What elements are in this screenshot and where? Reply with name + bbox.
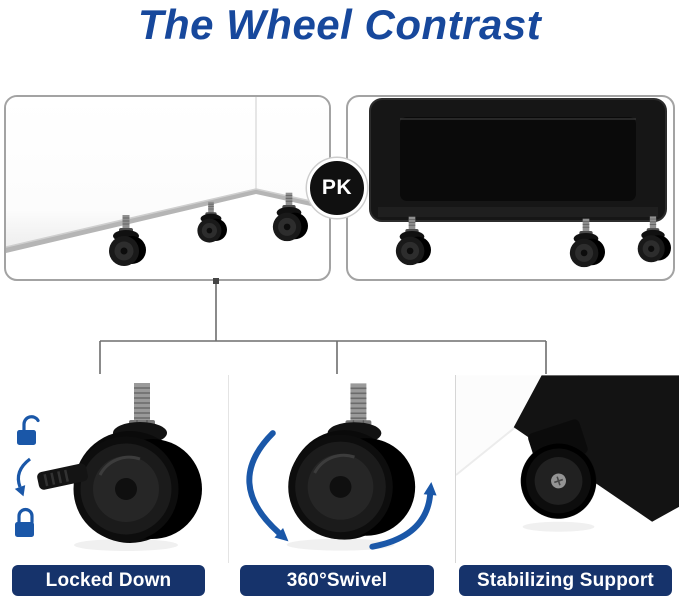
swivel-caster-photo [246,383,437,551]
brake-lever [37,463,88,490]
corner-caster [520,419,597,519]
pk-versus-badge: PK [307,158,367,218]
white-cabinet-body [6,97,329,247]
locking-caster-photo [14,383,202,551]
corner-caster-photo [456,375,679,532]
feature-label-text: Locked Down [45,569,172,591]
feature-label-locked-down: Locked Down [12,565,205,596]
caster-wheel [637,215,672,263]
feature-label-text: Stabilizing Support [477,569,654,591]
swivel-arrows [246,430,437,550]
page-title: The Wheel Contrast [137,1,542,48]
pk-badge-label: PK [321,176,353,199]
comparison-panel-white-cabinet [4,95,331,281]
feature-photo-stabilizing [455,375,679,563]
unlock-icon [17,415,40,445]
recessed-back-panel [400,117,636,201]
locking-caster [14,383,202,543]
feature-label-swivel: 360°Swivel [240,565,434,596]
comparison-panel-black-cabinet [346,95,675,281]
swivel-arrow-right [369,482,437,550]
caster-wheel [395,216,432,266]
lever-direction-arrow [14,457,31,497]
black-cabinet-casters-photo [369,98,672,268]
feature-photo-swivel [228,375,455,563]
lock-icon [15,507,34,537]
cabinet-base [378,207,658,217]
feature-photo-locked-down [0,375,228,563]
swivel-caster [288,383,416,540]
feature-label-stabilizing-support: Stabilizing Support [459,565,672,596]
feature-label-text: 360°Swivel [286,569,388,591]
white-cabinet-casters-photo [6,97,329,267]
caster-wheel [569,218,606,268]
black-cabinet-corner [513,375,679,522]
swivel-arrow-left [246,430,289,542]
caster-wheel [196,201,228,244]
